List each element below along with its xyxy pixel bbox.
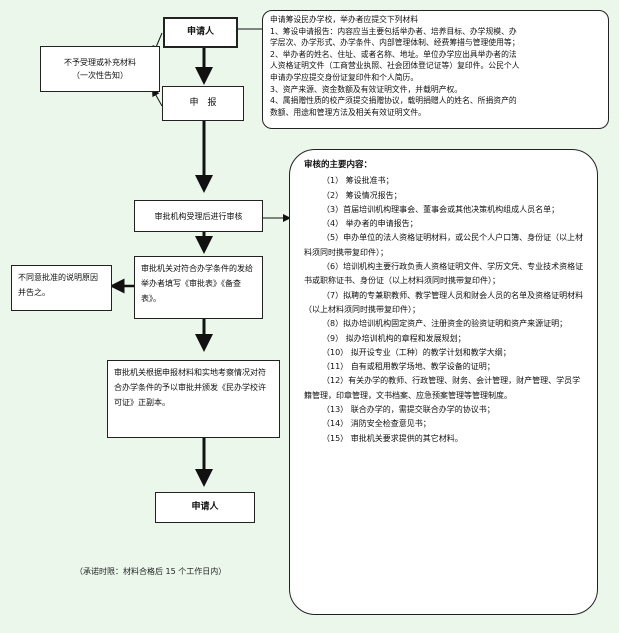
no-accept-line-1: 不予受理或补充材料 [64,58,136,67]
review-item: （1） 筹设批准书； [322,176,394,186]
notice-line: 学层次、办学形式、办学条件、内部管理体制、经费筹措与管理使用等； [270,38,520,48]
review-item: （3）首届培训机构理事会、董事会或其他决策机构组成人员名单； [322,204,560,214]
declare-box: 申 报 [162,86,244,121]
notice-line: 4、属捐赠性质的校产须提交捐赠协议，载明捐赠人的姓名、所捐资产的 [270,96,517,106]
applicant-top-box: 申请人 [163,17,238,48]
review-item: （11） 自有或租用教学场地、教学设备的证明； [322,362,495,372]
review-box: 审批机构受理后进行审核 [134,200,263,232]
review-item: （2） 筹设情况报告； [322,190,402,200]
notice-line: 数额、用途和管理方法及相关有效证明文件。 [270,107,426,117]
notice-line: 2、举办者的姓名、住址、或者名称、地址。单位办学应出具举办者的法 [270,49,517,59]
notice-line: 3、资产来源、资金数额及有效证明文件，并载明产权。 [270,84,463,94]
notice-line: 申请办学应提交身份证复印件和个人简历。 [270,72,419,82]
applicant-bottom-box: 申请人 [155,492,255,523]
review-item: （12）有关办学的教师、行政管理、财务、会计管理，财产管理、学员学籍管理，印章管… [304,376,581,400]
review-item: （4） 举办者的申请报告； [322,219,418,229]
no-accept-line-2: （一次性告知） [72,71,128,80]
notice-line: 1、筹设申请报告：内容应当主要包括举办者、培养目标、办学规模、办 [270,26,517,36]
review-item: （13） 联合办学的，需提交联合办学的协议书； [322,405,495,415]
review-content-title: 审核的主要内容： [304,160,373,170]
review-item: （7）拟聘的专兼职教师、教学管理人员和财会人员的名单及资格证明材料（以上材料须同… [304,290,584,314]
review-item: （8）拟办培训机构固定资产、注册资金的验资证明和资产来源证明； [322,319,568,329]
review-item: （5）申办单位的法人资格证明材料，或公民个人户口簿、身份证（以上材料须同时携带复… [304,233,584,257]
reject-box: 不同意批准的说明原因并告之。 [11,265,112,311]
submission-materials-box: 申请筹设民办学校，举办者应提交下列材料 1、筹设申请报告：内容应当主要包括举办者… [262,10,609,129]
review-item: （14） 消防安全检查意见书； [322,419,431,429]
notice-line: 人资格证明文件（工商营业执照、社会团体登记证等）复印件。公民个人 [270,61,520,71]
notice-line: 申请筹设民办学校，举办者应提交下列材料 [270,15,419,24]
review-item: （6）培训机构主要行政负责人资格证明文件、学历文凭、专业技术资格证书或职称证书、… [304,262,584,286]
review-item: （10） 拟开设专业（工种）的教学计划和教学大纲； [322,347,511,357]
promise-time-note: （承诺时限：材料合格后 15 个工作日内） [75,567,227,576]
review-content-box: 审核的主要内容： （1） 筹设批准书； （2） 筹设情况报告； （3）首届培训机… [289,149,598,615]
issue-box: 审批机关根据申报材料和实地考察情况对符合办学条件的予以审批并颁发《民办学校许可证… [107,360,280,438]
review-item: （9） 拟办培训机构的章程和发展规划； [322,333,466,343]
no-accept-box: 不予受理或补充材料 （一次性告知） [40,46,160,92]
review-item: （15） 审批机关要求提供的其它材料。 [322,433,463,443]
conform-box: 审批机关对符合办学条件的发给举办者填写《审批表》《备查表》。 [134,256,263,319]
